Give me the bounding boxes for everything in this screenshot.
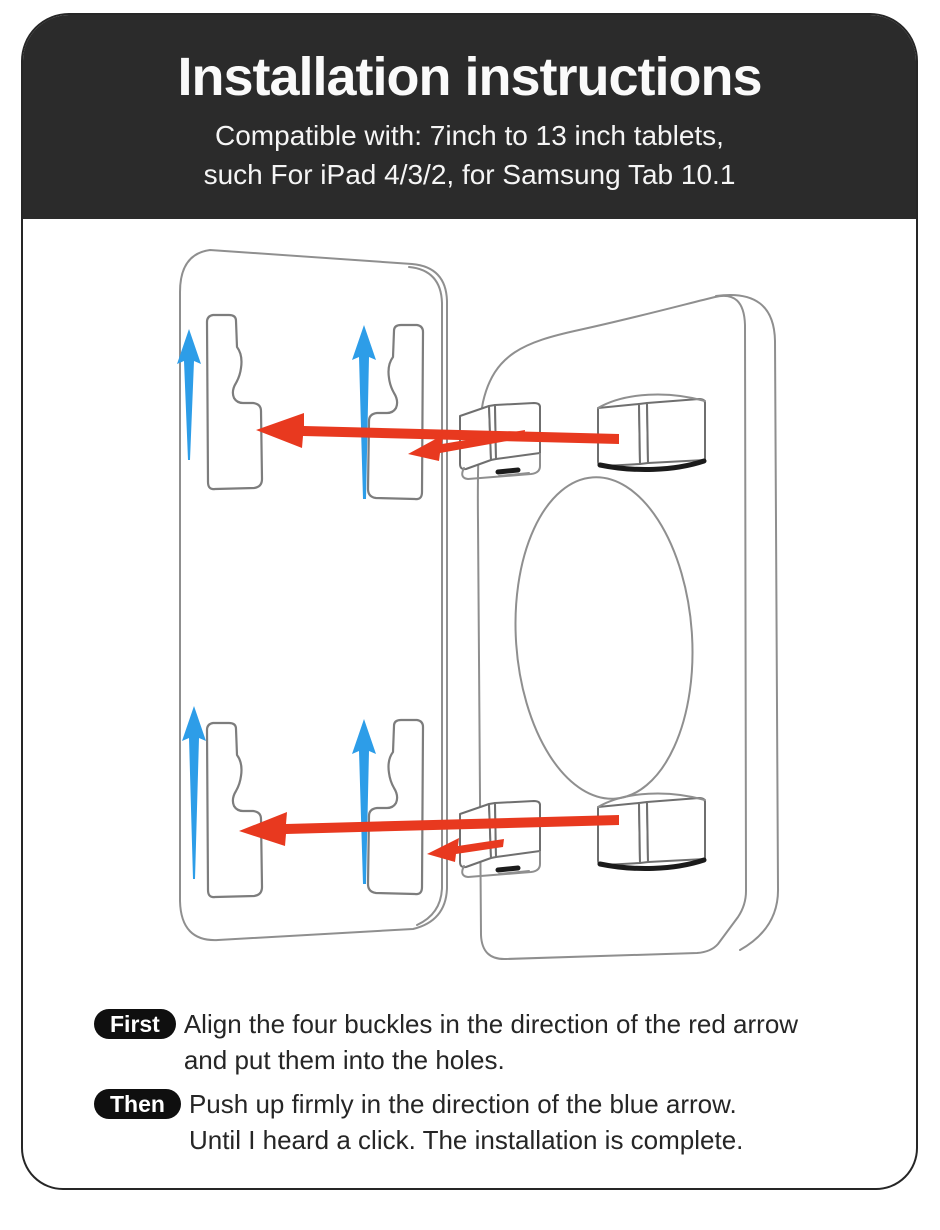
red-insert-arrow-icon (408, 430, 525, 461)
instruction-card: Installation instructions Compatible wit… (21, 13, 918, 1190)
blue-up-arrow-icon (177, 329, 201, 460)
buckle-drawing (598, 794, 705, 869)
buckle-drawing (460, 403, 540, 479)
keyhole-slot (366, 718, 425, 896)
keyhole-slot (205, 721, 264, 899)
holder-plate-drawing (460, 294, 780, 961)
blue-up-arrows (177, 325, 376, 884)
step-then: Then Push up firmly in the direction of … (94, 1086, 894, 1158)
step-badge-first: First (94, 1009, 176, 1039)
step-then-line2: Until I heard a click. The installation … (188, 1125, 744, 1155)
back-plate-drawing (179, 249, 448, 942)
step-then-line1: Push up firmly in the direction of the b… (188, 1089, 737, 1119)
step-first-text: Align the four buckles in the direction … (184, 1006, 798, 1078)
step-then-text: Push up firmly in the direction of the b… (189, 1086, 743, 1158)
step-first-line2: and put them into the holes. (183, 1045, 505, 1075)
red-insert-arrow-icon (427, 838, 504, 862)
keyhole-slot (205, 313, 264, 491)
suction-circle (514, 476, 694, 800)
instruction-steps: First Align the four buckles in the dire… (94, 1006, 894, 1158)
step-badge-then: Then (94, 1089, 181, 1119)
red-insert-arrows (239, 413, 619, 862)
buckle-drawing (460, 801, 540, 877)
step-first: First Align the four buckles in the dire… (94, 1006, 894, 1078)
red-insert-arrow-icon (256, 413, 619, 448)
blue-up-arrow-icon (352, 325, 376, 499)
header: Installation instructions Compatible wit… (23, 15, 916, 219)
step-first-line1: Align the four buckles in the direction … (183, 1009, 799, 1039)
blue-up-arrow-icon (182, 706, 206, 879)
blue-up-arrow-icon (352, 719, 376, 884)
header-subtitle-line2: such For iPad 4/3/2, for Samsung Tab 10.… (203, 158, 736, 190)
red-insert-arrow-icon (239, 812, 619, 846)
page-title: Installation instructions (177, 47, 762, 107)
keyhole-slot (366, 323, 425, 501)
buckle-drawing (598, 395, 705, 470)
header-subtitle-line1: Compatible with: 7inch to 13 inch tablet… (215, 119, 724, 151)
